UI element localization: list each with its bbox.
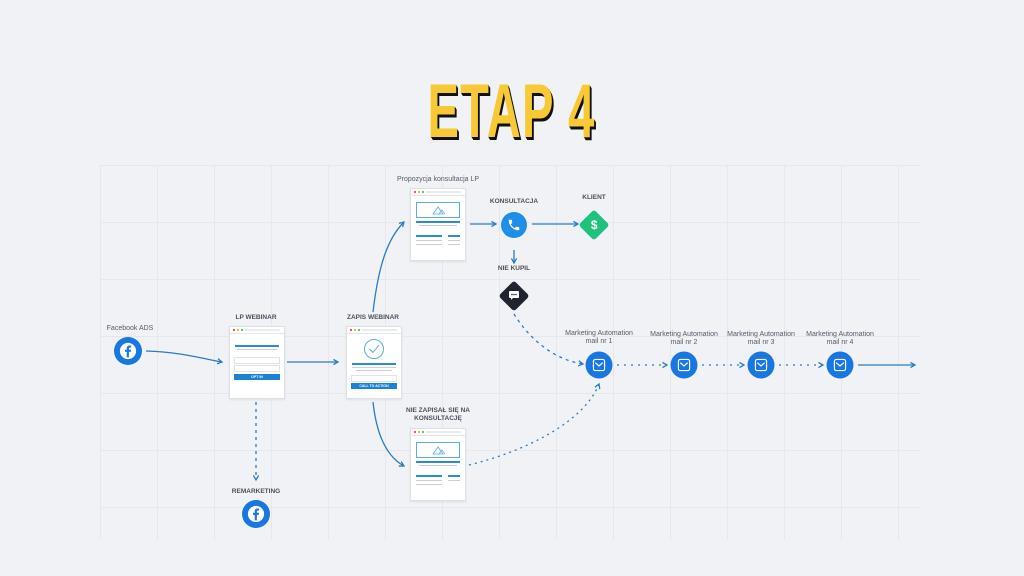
image-icon (416, 442, 460, 458)
propozycja-page[interactable] (410, 188, 466, 261)
nie-kupil-node[interactable] (498, 280, 530, 312)
lp-webinar-label: LP WEBINAR (235, 314, 277, 321)
nie-zapisal-page[interactable] (410, 428, 466, 501)
image-icon (416, 202, 460, 218)
envelope-icon (677, 358, 691, 372)
browser-bar (347, 327, 401, 334)
page-title: ETAP 4 (427, 69, 597, 154)
envelope-icon (754, 358, 768, 372)
zapis-webinar-page[interactable]: CALL TO ACTION (346, 326, 402, 399)
remarketing-node[interactable] (242, 500, 270, 528)
mail-2-node[interactable] (670, 351, 698, 379)
facebook-icon (119, 342, 137, 360)
envelope-icon (592, 358, 606, 372)
arrow-zapis-to-propozycja (372, 221, 405, 313)
chat-icon (509, 289, 519, 303)
zapis-webinar-label: ZAPIS WEBINAR (347, 314, 399, 321)
browser-bar (230, 327, 284, 334)
arrow-fbads-to-lp (145, 350, 224, 365)
propozycja-label: Propozycja konsultacja LP (396, 176, 480, 183)
opt-in-button: OPT IN (234, 374, 280, 380)
phone-icon (508, 219, 520, 231)
remarketing-label: REMARKETING (231, 488, 281, 495)
facebook-ads-label: Facebook ADS (106, 325, 154, 332)
klient-label: KLIENT (582, 194, 606, 201)
mail-4-node[interactable] (826, 351, 854, 379)
dollar-icon: $ (590, 218, 598, 232)
konsultacja-label: KONSULTACJA (489, 198, 539, 205)
check-circle-icon (364, 339, 384, 359)
konsultacja-node[interactable] (501, 212, 527, 238)
arrow-niekupil-to-mail1 (513, 313, 585, 367)
browser-bar (411, 189, 465, 196)
call-to-action-button: CALL TO ACTION (351, 383, 397, 389)
facebook-icon (247, 505, 265, 523)
arrow-niezapisal-to-mail1 (468, 382, 601, 466)
mail-3-node[interactable] (747, 351, 775, 379)
facebook-ads-node[interactable] (114, 337, 142, 365)
arrow-zapis-to-niezapisal (372, 401, 406, 467)
mail-1-node[interactable] (585, 351, 613, 379)
nie-kupil-label: NIE KUPIL (497, 265, 531, 272)
envelope-icon (833, 358, 847, 372)
browser-bar (411, 429, 465, 436)
lp-webinar-page[interactable]: OPT IN (229, 326, 285, 399)
